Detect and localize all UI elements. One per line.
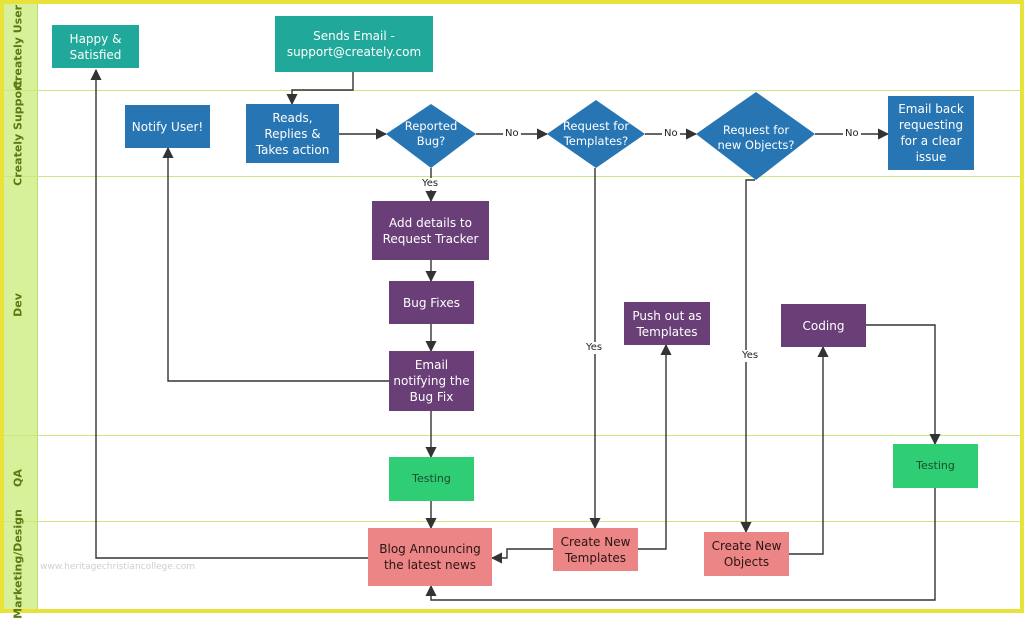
edge-coding-to-testing <box>866 324 941 446</box>
request-objects-label: Request for new Objects? <box>717 123 795 152</box>
edge-testing-right-to-blog <box>425 488 936 601</box>
testing-left-node[interactable]: Testing <box>389 457 474 501</box>
edge-create-templates-to-blog <box>490 548 553 564</box>
reported-bug-label: Reported Bug? <box>404 119 458 148</box>
testing-right-node[interactable]: Testing <box>893 444 978 488</box>
bug-fixes-node[interactable]: Bug Fixes <box>389 281 474 324</box>
request-templates-diamond <box>547 100 645 168</box>
lane-header-column <box>4 4 38 609</box>
notify-user-node[interactable]: Notify User! <box>125 105 210 148</box>
watermark: www.heritagechristiancollege.com <box>40 562 195 572</box>
sends-email-node[interactable]: Sends Email - support@creately.com <box>275 16 433 72</box>
edge-create-to-pushout <box>610 343 672 550</box>
edge-objects-to-create <box>740 179 755 534</box>
edge-email-to-notify <box>162 146 389 382</box>
edge-label-no: No <box>843 128 861 140</box>
edge-create-objects-to-coding <box>789 345 829 555</box>
request-objects-diamond <box>696 92 815 180</box>
edge-label-yes: Yes <box>584 342 605 354</box>
request-templates-label: Request for Templates? <box>562 119 630 148</box>
email-back-node[interactable]: Email back requesting for a clear issue <box>888 96 974 170</box>
create-templates-node[interactable]: Create New Templates <box>553 528 638 571</box>
coding-node[interactable]: Coding <box>781 304 866 347</box>
add-details-node[interactable]: Add details to Request Tracker <box>372 201 489 260</box>
lane-separator <box>4 90 1020 91</box>
edge-blog-to-happy <box>90 68 368 559</box>
lane-separator <box>4 435 1020 436</box>
edge-label-yes: Yes <box>740 350 761 362</box>
blog-node[interactable]: Blog Announcing the latest news <box>368 528 492 586</box>
reads-replies-node[interactable]: Reads, Replies & Takes action <box>246 104 339 163</box>
lane-separator <box>4 176 1020 177</box>
edge-sends-to-reads <box>286 72 354 106</box>
edge-label-yes: Yes <box>420 178 441 190</box>
reported-bug-diamond <box>386 104 476 168</box>
edge-label-no: No <box>503 128 521 140</box>
happy-satisfied-node[interactable]: Happy & Satisfied <box>52 25 139 68</box>
create-objects-node[interactable]: Create New Objects <box>704 532 789 576</box>
push-out-templates-node[interactable]: Push out as Templates <box>624 302 710 345</box>
email-notifying-node[interactable]: Email notifying the Bug Fix <box>389 351 474 411</box>
edge-label-no: No <box>662 128 680 140</box>
lane-separator <box>4 521 1020 522</box>
